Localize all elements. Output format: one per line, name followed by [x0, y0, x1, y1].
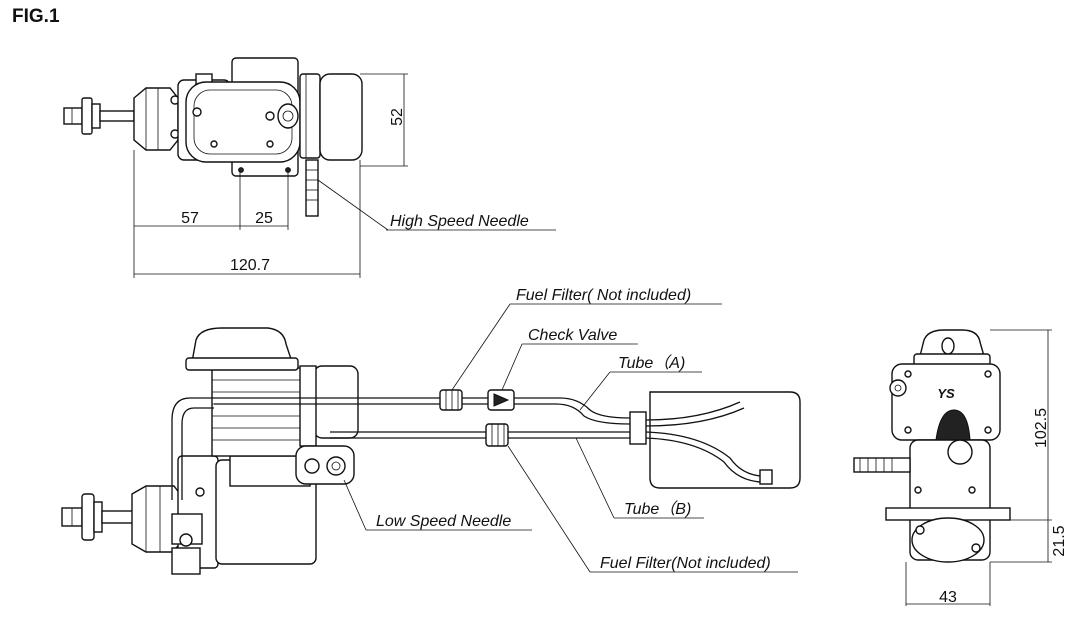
cylinder-head-top	[319, 73, 363, 161]
high-speed-needle-part	[305, 159, 319, 217]
label-fuel-filter-bottom: Fuel Filter(Not included)	[600, 555, 771, 572]
side-prop-washer	[81, 493, 95, 541]
label-check-valve: Check Valve	[528, 327, 617, 344]
prop-washer	[81, 97, 93, 135]
label-high-speed-needle: High Speed Needle	[390, 213, 529, 230]
tank-stopper	[629, 411, 647, 445]
dim-lower-height: 21.5	[1051, 525, 1068, 556]
label-tube-b: Tube（B)	[624, 500, 691, 518]
fuel-filter-upper	[439, 389, 463, 411]
figure-label: FIG.1	[12, 6, 60, 27]
fuel-tank	[649, 391, 801, 489]
rocker-cover	[191, 327, 293, 363]
ys-logo: YS	[937, 386, 955, 401]
dim-mount-spacing: 25	[255, 210, 273, 227]
dim-height-top: 52	[389, 108, 406, 126]
label-low-speed-needle: Low Speed Needle	[376, 513, 511, 530]
carburetor-top	[277, 103, 299, 129]
crankshaft	[99, 110, 135, 122]
rocker-housing	[299, 73, 321, 159]
side-crankshaft	[101, 510, 135, 524]
engine-side-view: Fuel Filter( Not included) Check Valve T…	[61, 287, 801, 575]
side-cylinder-head	[313, 365, 359, 439]
engine-front-view: YS 102.5 21.5 43	[853, 329, 1068, 606]
label-tube-a: Tube（A)	[618, 354, 685, 372]
engine-top-view: 52 57 25 120.7 High Speed Needle	[63, 57, 556, 278]
label-fuel-filter-top: Fuel Filter( Not included)	[516, 287, 691, 304]
fuel-filter-lower	[485, 423, 509, 447]
clunk	[759, 469, 773, 485]
tube-a	[514, 397, 631, 419]
front-shaft	[853, 457, 911, 473]
dim-overall-length: 120.7	[230, 257, 270, 274]
cylinder	[211, 367, 315, 457]
dim-overall-height: 102.5	[1033, 408, 1050, 448]
prop-nut	[63, 107, 83, 125]
pushrod-tube	[171, 397, 214, 500]
dim-front-offset: 57	[181, 210, 199, 227]
dim-width: 43	[939, 589, 957, 606]
